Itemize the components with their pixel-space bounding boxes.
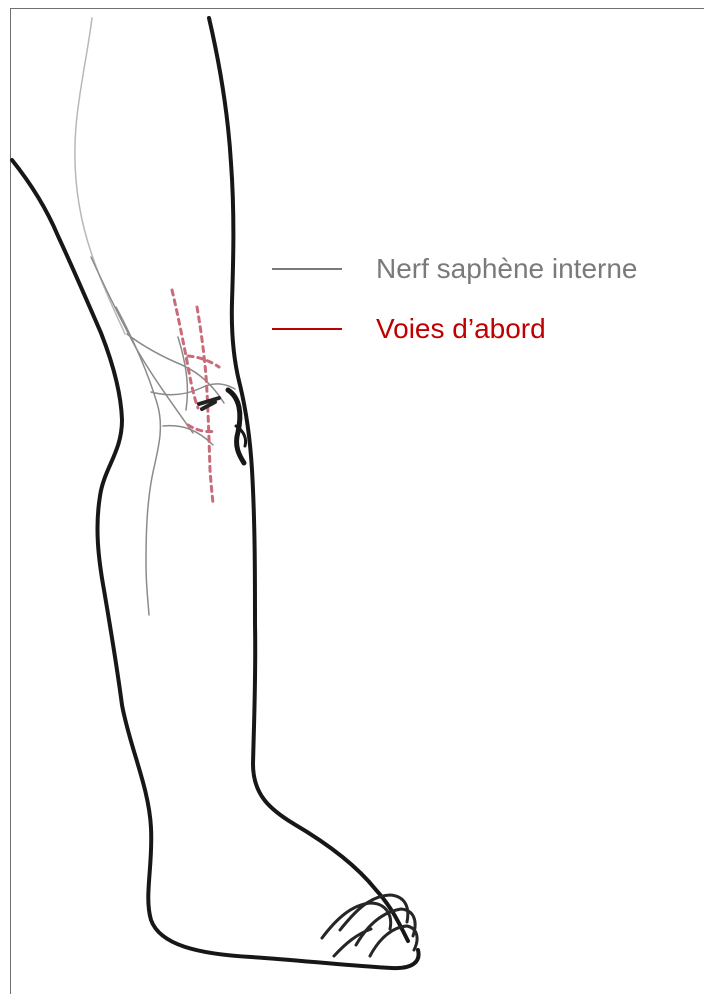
saphenous-nerve: [91, 257, 235, 615]
legend-label-approach: Voies d’abord: [376, 315, 546, 343]
legend-line-nerve: [272, 268, 342, 270]
legend: Nerf saphène interne Voies d’abord: [272, 248, 702, 368]
toes: [322, 895, 417, 956]
legend-label-nerve: Nerf saphène interne: [376, 255, 638, 283]
legend-item-saphenous-nerve: Nerf saphène interne: [272, 248, 702, 290]
leg-outline: [12, 18, 419, 968]
surgical-marks: [199, 398, 219, 409]
legend-line-approach: [272, 328, 342, 330]
legend-item-approach: Voies d’abord: [272, 308, 702, 350]
approach-incisions: [172, 290, 219, 503]
